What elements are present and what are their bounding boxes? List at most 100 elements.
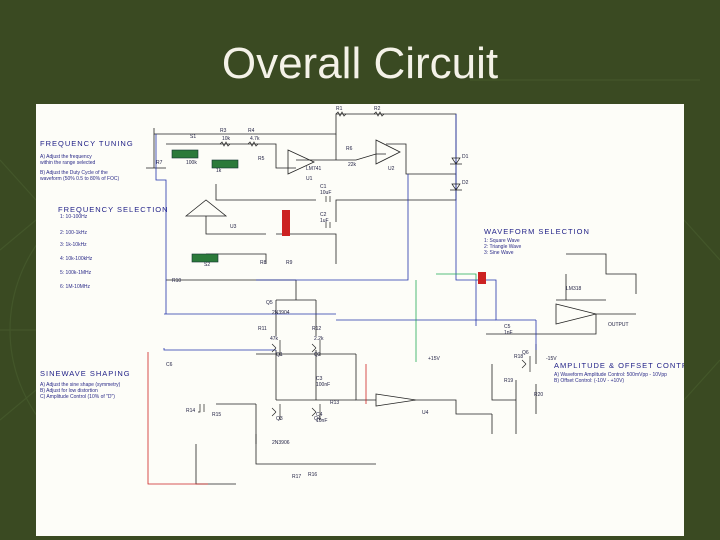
opamp-u3: U3 bbox=[230, 224, 237, 230]
capacitor-c1: C1 bbox=[320, 184, 327, 190]
resistor-r9: R9 bbox=[286, 260, 293, 266]
component-values: 10k 4.7k 100k 1k 22k 47k 2.2k 10uF 1uF 1… bbox=[186, 136, 557, 424]
resistor-r12: R12 bbox=[312, 326, 321, 332]
transistor-q4: Q4 bbox=[314, 416, 321, 422]
opamp-u1: U1 bbox=[287, 149, 315, 182]
switch-s2: S2 bbox=[204, 262, 210, 268]
opamp-u4: U4 bbox=[422, 410, 429, 416]
frequency-range-2: 2: 100-1kHz bbox=[60, 230, 87, 236]
resistor-r4: R4 bbox=[248, 128, 255, 134]
red-wires bbox=[147, 352, 367, 485]
value-7: 2.2k bbox=[314, 336, 324, 342]
value-14: -15V bbox=[546, 356, 557, 362]
value-12: 1nF bbox=[504, 330, 513, 336]
waveform-option-1: 1: Square Wave bbox=[484, 238, 520, 244]
waveform-option-2: 2: Triangle Wave bbox=[484, 244, 522, 250]
value-10: 100nF bbox=[316, 382, 330, 388]
opamp-u1-label: U1 bbox=[306, 176, 313, 182]
value-5: 22k bbox=[348, 162, 357, 168]
value-1: 10k bbox=[222, 136, 231, 142]
frequency-range-5: 5: 100k-1MHz bbox=[60, 270, 92, 276]
resistor-r6: R6 bbox=[346, 146, 353, 152]
frequency-range-1: 1: 10-100Hz bbox=[60, 214, 88, 220]
value-2: 4.7k bbox=[250, 136, 260, 142]
sinewave-note-3: C) Amplitude Control (10% of "D") bbox=[40, 394, 115, 400]
resistor-r13: R13 bbox=[330, 400, 339, 406]
frequency-tuning-note-2: within the range selected bbox=[40, 160, 96, 166]
capacitor-c3: C3 bbox=[316, 376, 323, 382]
resistor-r19: R19 bbox=[504, 378, 513, 384]
resistor-r18: R18 bbox=[514, 354, 523, 360]
opamp-u2: U2 bbox=[375, 139, 401, 172]
frequency-pot-box bbox=[171, 149, 199, 159]
amplitude-offset-heading: AMPLITUDE & OFFSET CONTROL bbox=[554, 361, 684, 370]
value-13: +15V bbox=[428, 356, 440, 362]
resistor-r17: R17 bbox=[292, 474, 301, 480]
opamp-u2-label: U2 bbox=[388, 166, 395, 172]
capacitor-c2: C2 bbox=[320, 212, 327, 218]
amplitude-note-2: B) Offset Control: (-10V - +10V) bbox=[554, 378, 624, 384]
transistor-labels: Q1 Q2 Q3 Q4 Q5 Q6 bbox=[266, 300, 529, 422]
resistor-r1: R1 bbox=[336, 106, 343, 112]
opamp-u4-label: U4 bbox=[422, 410, 429, 416]
frequency-tuning-note-4: waveform (50% 0.5 to 80% of FOC) bbox=[40, 176, 120, 182]
part-number-2: LM318 bbox=[566, 286, 582, 292]
value-11: 10nF bbox=[316, 418, 327, 424]
amplitude-note-1: A) Waveform Amplitude Control: 500mVpp -… bbox=[554, 372, 667, 378]
resistor-r7: R7 bbox=[156, 160, 163, 166]
output-label: OUTPUT bbox=[608, 322, 629, 328]
value-3: 100k bbox=[186, 160, 197, 166]
frequency-range-4: 4: 10k-100kHz bbox=[60, 256, 93, 262]
resistor-r14: R14 bbox=[186, 408, 195, 414]
value-6: 47k bbox=[270, 336, 279, 342]
frequency-range-3: 3: 1k-10kHz bbox=[60, 242, 87, 248]
capacitor-c5: C5 bbox=[504, 324, 511, 330]
transistor-q5: Q5 bbox=[266, 300, 273, 306]
frequency-tuning-heading: FREQUENCY TUNING bbox=[40, 139, 134, 148]
resistor-r10: R10 bbox=[172, 278, 181, 284]
resistor-r20: R20 bbox=[534, 392, 543, 398]
transistor-q2: Q2 bbox=[314, 352, 321, 358]
waveform-selection-heading: WAVEFORM SELECTION bbox=[484, 227, 590, 236]
resistor-r2: R2 bbox=[374, 106, 381, 112]
waveform-option-3: 3: Sine Wave bbox=[484, 250, 514, 256]
frequency-selection-heading: FREQUENCY SELECTION bbox=[58, 205, 169, 214]
sinewave-note-2: B) Adjust for low distortion bbox=[40, 388, 98, 394]
circuit-schematic: FREQUENCY TUNING A) Adjust the frequency… bbox=[36, 104, 684, 536]
sinewave-shaping-heading: SINEWAVE SHAPING bbox=[40, 369, 131, 378]
resistor-r11: R11 bbox=[258, 326, 267, 332]
value-9: 1uF bbox=[320, 218, 329, 224]
resistor-r5: R5 bbox=[258, 156, 265, 162]
selector-pot-box bbox=[191, 253, 219, 263]
green-wires bbox=[415, 273, 477, 362]
frequency-selector-switch bbox=[282, 210, 290, 236]
resistor-r16: R16 bbox=[308, 472, 317, 478]
sinewave-note-1: A) Adjust the sine shape (symmetry) bbox=[40, 382, 121, 388]
frequency-range-6: 6: 1M-10MHz bbox=[60, 284, 91, 290]
frequency-tuning-note-3: B) Adjust the Duty Cycle of the bbox=[40, 170, 108, 176]
transistor-q3: Q3 bbox=[276, 416, 283, 422]
value-4: 1k bbox=[216, 168, 222, 174]
transistor-q6: Q6 bbox=[522, 350, 529, 356]
slide-title: Overall Circuit bbox=[221, 39, 499, 88]
switch-s1: S1 bbox=[190, 134, 196, 140]
waveform-selector-switch bbox=[478, 272, 486, 284]
part-number-3: 2N3904 bbox=[272, 310, 290, 316]
capacitor-labels: C1 C2 C3 C4 C5 C6 bbox=[166, 184, 511, 418]
transistor-q1: Q1 bbox=[276, 352, 283, 358]
capacitor-c4: C4 bbox=[316, 412, 323, 418]
frequency-tuning-note-1: A) Adjust the frequency bbox=[40, 154, 92, 160]
resistor-r15: R15 bbox=[212, 412, 221, 418]
blue-wires bbox=[155, 114, 537, 351]
capacitor-c6: C6 bbox=[166, 362, 173, 368]
resistor-r3: R3 bbox=[220, 128, 227, 134]
opamp-u3-label: U3 bbox=[230, 224, 237, 230]
diode-d2: D2 bbox=[462, 180, 469, 186]
duty-cycle-pot-box bbox=[211, 159, 239, 169]
value-8: 10uF bbox=[320, 190, 331, 196]
diode-d1: D1 bbox=[462, 154, 469, 160]
resistor-r8: R8 bbox=[260, 260, 267, 266]
component-glyphs bbox=[198, 111, 531, 420]
resistor-labels: R1 R2 R3 R4 R5 R6 R7 R8 R9 R10 R11 R12 R… bbox=[156, 106, 543, 480]
